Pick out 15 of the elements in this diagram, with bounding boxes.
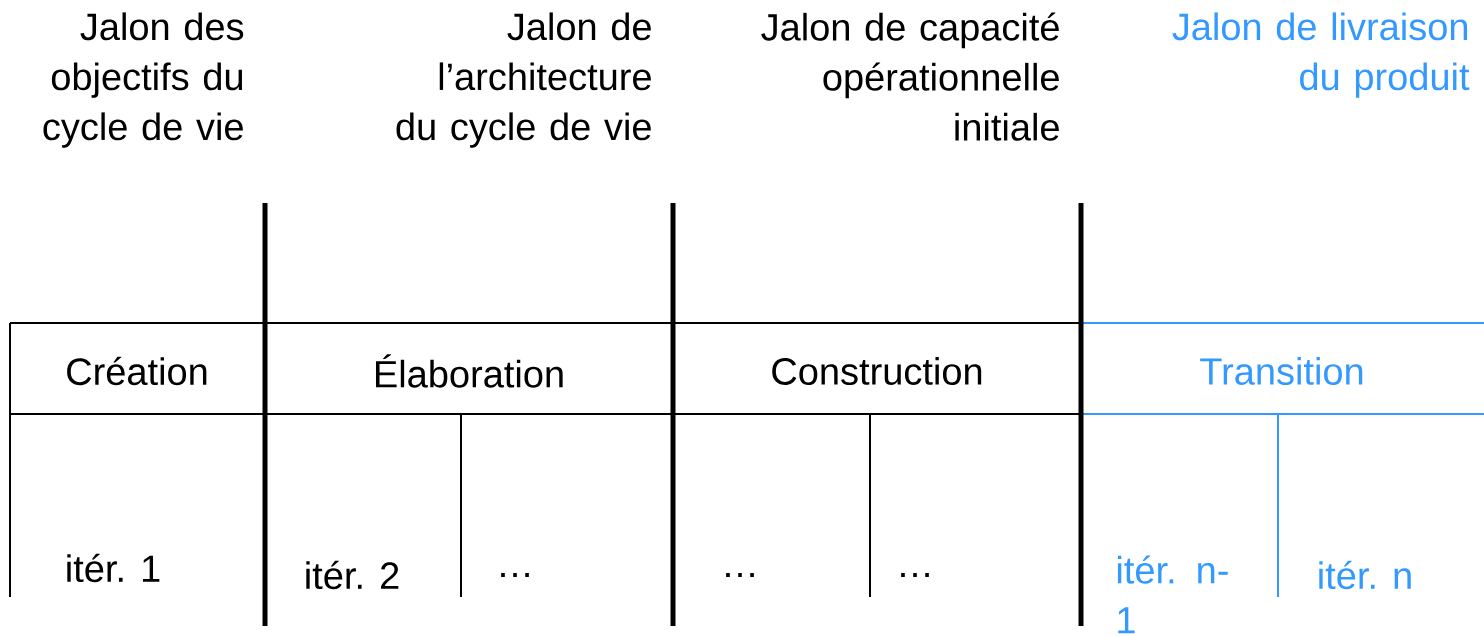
phase-label: Élaboration <box>376 354 563 388</box>
phase-label: Création <box>67 356 207 386</box>
iteration-label: itér. n <box>1319 560 1411 590</box>
milestone-label: Jalon de livraison du produit <box>1172 12 1470 98</box>
iteration-label: … <box>901 573 929 578</box>
milestone-label: Jalon de l’architecture du cycle de vie <box>396 12 651 148</box>
iteration-label: … <box>501 573 529 578</box>
iteration-label: itér. 1 <box>67 553 160 583</box>
phase-label: Transition <box>1200 357 1363 385</box>
iteration-label: itér. 2 <box>306 560 399 590</box>
phase-label: Construction <box>772 357 982 385</box>
milestone-label: Jalon de capacité opérationnelle initiale <box>761 12 1059 141</box>
iteration-label: … <box>726 573 754 578</box>
iteration-label: itér. n-1 <box>1117 555 1228 634</box>
milestone-label: Jalon des objectifs du cycle de vie <box>43 12 244 148</box>
